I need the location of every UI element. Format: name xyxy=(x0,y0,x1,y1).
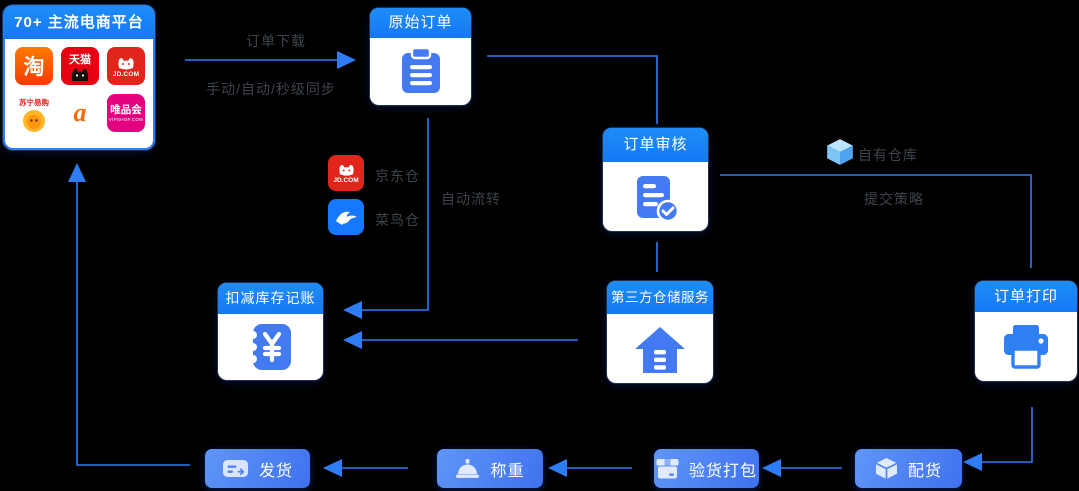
jd-icon: JD.COM xyxy=(107,47,145,85)
chip-label: 发货 xyxy=(258,462,293,480)
node-ship: 发货 xyxy=(205,449,310,488)
platforms-card-title: 70+ 主流电商平台 xyxy=(4,6,154,39)
taobao-icon: 淘 xyxy=(15,47,53,85)
cainiao-bird-glyph xyxy=(336,211,357,225)
edge-ship-to-platforms xyxy=(68,163,190,466)
edge-weigh-to-ship xyxy=(323,459,408,477)
node-deduct-inventory: 扣减库存记账 xyxy=(218,283,323,380)
scale-icon xyxy=(456,459,480,478)
ship-label-icon xyxy=(222,460,248,477)
node-inspect-pack: 验货打包 xyxy=(654,449,759,488)
label-jd-warehouse: 京东仓 xyxy=(375,168,420,184)
platform-icon-grid: 淘 天猫 JD.COM 苏宁易购 xyxy=(5,39,153,132)
chip-label: 称重 xyxy=(490,462,525,480)
node-order-review: 订单审核 xyxy=(603,128,708,231)
node-title: 订单打印 xyxy=(975,281,1077,312)
edge-third-party-to-deduct-inventory xyxy=(343,331,578,349)
node-title: 扣减库存记账 xyxy=(218,283,323,314)
yuan-voucher-icon xyxy=(248,324,291,370)
clipboard-icon xyxy=(401,46,440,93)
tmall-icon: 天猫 xyxy=(61,47,99,85)
printer-icon xyxy=(1004,324,1048,369)
label-submit-strategy: 提交策略 xyxy=(864,191,924,207)
node-order-print: 订单打印 xyxy=(975,281,1077,381)
label-own-warehouse: 自有仓库 xyxy=(858,147,918,163)
jd-wordmark: JD.COM xyxy=(333,177,359,184)
edge-order-print-to-allocate xyxy=(963,407,1033,471)
jd-dog-glyph xyxy=(338,164,354,176)
jd-dog-glyph xyxy=(118,57,134,69)
cube-3d-glyph xyxy=(827,139,853,165)
node-original-order: 原始订单 xyxy=(370,8,471,105)
label-sync-mode: 手动/自动/秒级同步 xyxy=(206,81,336,97)
node-third-party-warehouse: 第三方仓储服务 xyxy=(607,281,713,383)
edge-allocate-to-inspect-pack xyxy=(762,459,842,477)
node-title: 第三方仓储服务 xyxy=(607,281,713,314)
chip-label: 配货 xyxy=(907,462,942,480)
warehouse-icon xyxy=(635,326,685,373)
document-check-icon xyxy=(636,176,679,223)
suning-icon: 苏宁易购 xyxy=(15,94,53,132)
label-order-download: 订单下载 xyxy=(246,33,306,49)
package-icon xyxy=(656,459,679,479)
cainiao-warehouse-icon xyxy=(328,199,364,235)
node-title: 原始订单 xyxy=(370,8,471,38)
node-allocate: 配货 xyxy=(855,449,962,488)
jd-warehouse-icon: JD.COM xyxy=(328,155,364,191)
node-weigh: 称重 xyxy=(437,449,543,488)
label-cainiao-warehouse: 菜鸟仓 xyxy=(375,212,420,228)
edge-inspect-pack-to-weigh xyxy=(548,459,632,477)
cube-box-icon xyxy=(875,458,898,479)
chip-label: 验货打包 xyxy=(688,462,757,480)
label-auto-flow: 自动流转 xyxy=(441,191,501,207)
edge-original-order-to-order-review xyxy=(487,55,658,124)
tmall-cat-glyph xyxy=(71,68,89,81)
own-warehouse-cube-icon xyxy=(825,137,855,167)
vipshop-icon: 唯品会 VIPSHOP.COM xyxy=(107,94,145,132)
edge-platforms-to-original-order xyxy=(185,51,356,69)
suning-lion-glyph xyxy=(23,109,45,132)
node-title: 订单审核 xyxy=(603,128,708,162)
platforms-card: 70+ 主流电商平台 淘 天猫 JD.COM 苏宁易购 xyxy=(3,5,155,150)
alibaba-1688-icon: a xyxy=(61,94,99,132)
